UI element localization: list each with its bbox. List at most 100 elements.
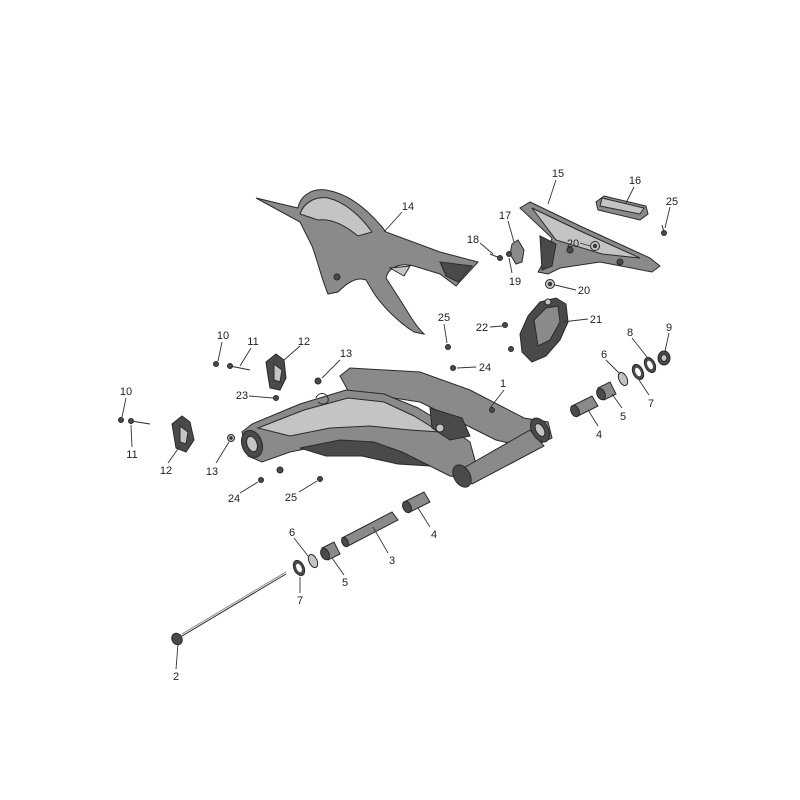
leader-10a (217, 341, 223, 362)
small-plate-part (509, 239, 525, 265)
leader-8 (631, 337, 648, 358)
label-13-upper: 13 (340, 348, 352, 360)
leader-24b (239, 481, 259, 494)
label-15: 15 (552, 168, 564, 180)
label-12-lower: 12 (160, 465, 172, 477)
leader-23 (248, 395, 274, 399)
spacer-tube-3-part (341, 511, 399, 548)
leader-2 (175, 643, 179, 670)
nut-13-upper-part (314, 377, 322, 385)
bushing-4-upper-part (570, 395, 599, 418)
label-4-upper: 4 (596, 429, 602, 441)
chain-pad-part (595, 195, 649, 221)
leader-25b (443, 323, 448, 344)
label-18: 18 (467, 234, 479, 246)
label-21: 21 (590, 314, 602, 326)
label-7-upper: 7 (648, 398, 654, 410)
leader-15 (547, 179, 557, 205)
label-3: 3 (389, 555, 395, 567)
nut-19-part (506, 251, 512, 257)
leader-20a (579, 242, 591, 247)
bracket-housing-part (519, 297, 569, 363)
leader-16 (625, 186, 635, 204)
label-7-lower: 7 (297, 595, 303, 607)
seal-7-lower-part (292, 559, 306, 577)
label-16: 16 (629, 175, 641, 187)
label-23: 23 (236, 390, 248, 402)
guide-block-12-upper-part (265, 353, 287, 391)
leader-lines (121, 179, 671, 670)
leader-10b (121, 397, 127, 418)
label-1: 1 (500, 378, 506, 390)
leader-6a (605, 359, 621, 375)
label-24-upper: 24 (479, 362, 491, 374)
bolt-18-part (489, 253, 503, 261)
label-11-upper: 11 (247, 336, 258, 348)
label-6-upper: 6 (601, 349, 607, 361)
label-4-lower: 4 (431, 529, 437, 541)
part-labels: 1 2 3 4 4 5 5 6 6 7 7 8 9 10 10 11 11 12… (120, 168, 678, 683)
label-12-upper: 12 (298, 336, 310, 348)
label-17: 17 (499, 210, 511, 222)
leader-6b (293, 537, 309, 557)
leader-13a (321, 359, 341, 379)
washer-8-part (643, 356, 657, 374)
label-20-upper: 20 (567, 238, 579, 250)
label-9: 9 (666, 322, 672, 334)
swingarm-part (240, 367, 553, 488)
leader-18 (479, 242, 494, 255)
leader-21 (561, 318, 589, 323)
leader-25a (664, 206, 671, 229)
label-20-lower: 20 (578, 285, 590, 297)
label-25-upper: 25 (666, 196, 678, 208)
screw-24-upper-part (450, 365, 456, 371)
screw-24-lower-part (258, 477, 264, 483)
leader-12a (283, 345, 301, 361)
leader-17 (507, 220, 515, 243)
label-10-upper: 10 (217, 330, 229, 342)
leader-4a (587, 409, 599, 427)
leader-12b (167, 445, 181, 464)
washer-6-lower-part (307, 553, 319, 569)
bolt-10-11-lower-part (118, 417, 151, 425)
rear-fender-part (255, 189, 479, 335)
label-6-lower: 6 (289, 527, 295, 539)
bushing-5-lower-part (320, 541, 341, 561)
bolt-22-part (502, 322, 514, 352)
leader-19 (508, 257, 513, 274)
chain-guard-part (519, 201, 661, 275)
nut-20-upper-part (590, 241, 600, 251)
screw-25-upper-part (661, 224, 667, 236)
leader-11a (239, 347, 252, 367)
label-25-lower: 25 (285, 492, 297, 504)
leader-25c (298, 480, 318, 493)
label-5-lower: 5 (342, 577, 348, 589)
label-22: 22 (476, 322, 488, 334)
washer-6-upper-part (617, 371, 629, 387)
leader-22 (489, 325, 503, 328)
label-14: 14 (402, 201, 414, 213)
pivot-shaft-part (171, 571, 287, 646)
bolt-10-11-upper-part (213, 361, 251, 371)
leader-14 (383, 211, 403, 233)
leader-4b (417, 507, 431, 528)
label-11-lower: 11 (126, 449, 137, 461)
leader-13b (215, 441, 230, 464)
leader-3 (372, 526, 389, 554)
label-24-lower: 24 (228, 493, 240, 505)
screw-23-part (273, 395, 279, 401)
leader-7a (638, 379, 650, 396)
seal-7-upper-part (631, 363, 645, 381)
leader-9 (664, 332, 670, 352)
bushing-4-lower-part (402, 491, 431, 514)
leader-20b (554, 284, 577, 291)
label-8: 8 (627, 327, 633, 339)
label-19: 19 (509, 276, 521, 288)
label-5-upper: 5 (620, 411, 626, 423)
label-10-lower: 10 (120, 386, 132, 398)
nut-9-part (657, 350, 671, 366)
guide-block-12-lower-part (171, 415, 195, 453)
nut-20-lower-part (545, 279, 555, 289)
